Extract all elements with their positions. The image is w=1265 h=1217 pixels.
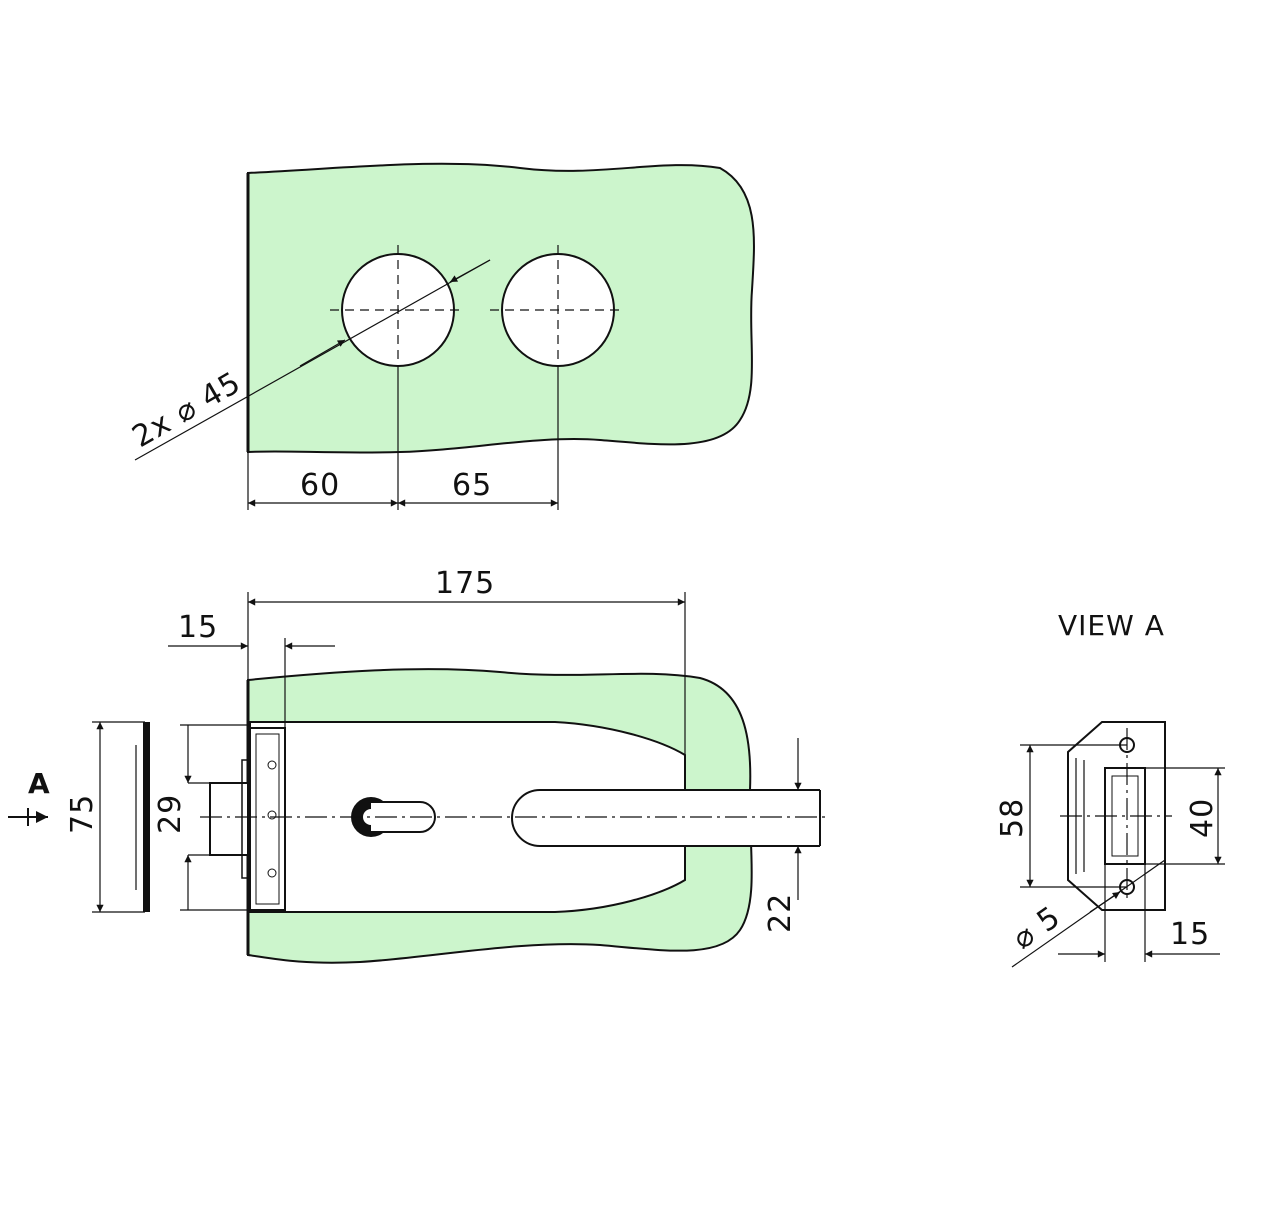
screw-icon: [267, 760, 277, 770]
dim-75: 75: [65, 794, 100, 834]
dim-175: 175: [435, 566, 495, 601]
dim-65: 65: [452, 468, 492, 503]
dim-60: 60: [300, 468, 340, 503]
top-view: 2x ⌀ 45 60 65: [127, 162, 755, 510]
dim-58: 58: [995, 798, 1030, 838]
glass-panel-top: [247, 162, 755, 454]
view-a: VIEW A 58 40 ⌀ 5 15: [995, 609, 1225, 968]
front-plate: [249, 727, 286, 911]
dim-15-view-a: 15: [1170, 917, 1210, 952]
bolt: [511, 789, 820, 847]
lock-body: [249, 721, 686, 913]
dim-15-front: 15: [178, 610, 218, 645]
screw-icon: [267, 868, 277, 878]
strike-profile: [1067, 721, 1166, 911]
dim-29: 29: [153, 794, 188, 834]
hole-diameter-callout: 2x ⌀ 45: [127, 365, 248, 455]
dim-hole-diameter: ⌀ 5: [1007, 899, 1068, 956]
front-view: 175 15 75 29 22 A: [8, 566, 830, 964]
screw-icon: [267, 810, 277, 820]
escutcheon-plate: [143, 722, 150, 912]
dim-22: 22: [763, 893, 798, 933]
dim-40: 40: [1185, 798, 1220, 838]
view-a-marker: A: [28, 767, 50, 800]
view-a-title: VIEW A: [1058, 609, 1165, 642]
